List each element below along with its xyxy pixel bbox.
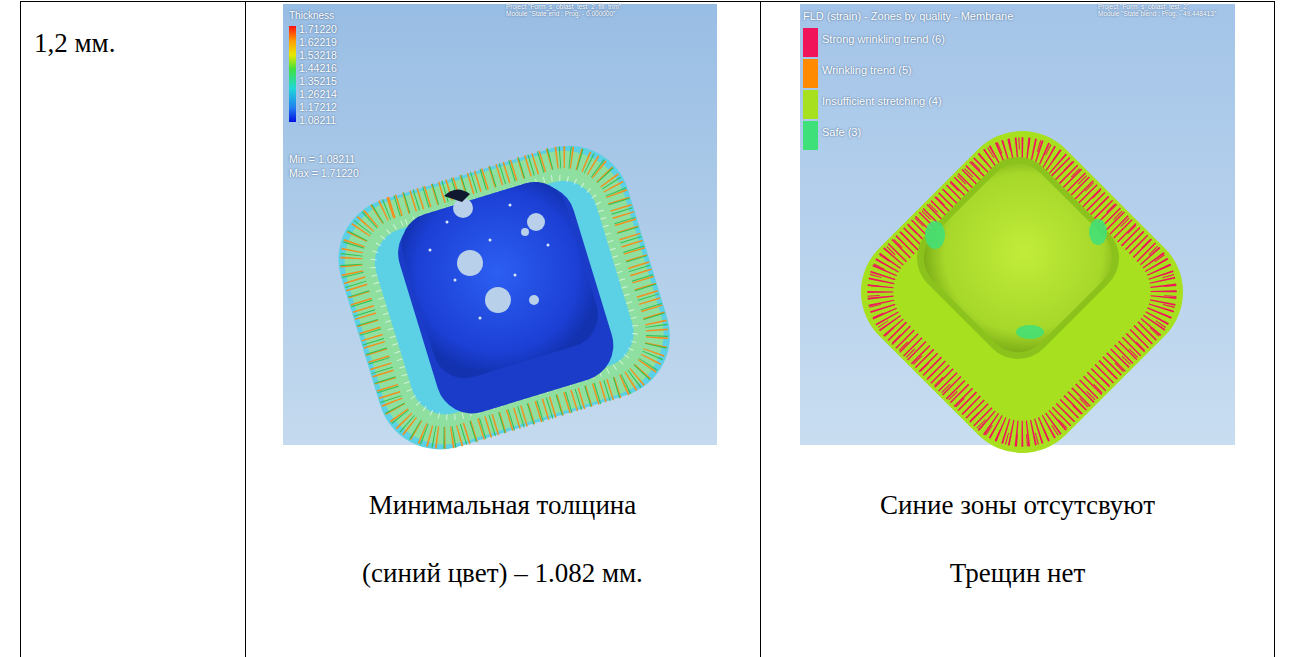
flange-streaks [858, 128, 1186, 456]
safe-patches [925, 219, 1107, 339]
screenshot-label: FLD (strain) - Zones by quality - Membra… [803, 10, 1013, 22]
hole [527, 213, 545, 231]
cup-top [394, 174, 606, 386]
cell-text: Минимальная толщина (синий цвет) – 1.082… [333, 471, 673, 607]
screenshot-label: Min = 1.08211 [289, 153, 355, 165]
scale-value: 1.71220 [299, 23, 337, 35]
header-note: Module "State end : Prog. - 0.000000" [506, 10, 615, 17]
cell-text: 1,2 мм. [34, 9, 234, 77]
legend-text: Wrinkling trend (5) [822, 64, 912, 76]
legend-text: Safe (3) [822, 126, 861, 138]
scale-value: 1.44216 [299, 62, 337, 74]
table-rule [1274, 1, 1275, 657]
flange-streaks [849, 119, 1194, 464]
dots [429, 204, 550, 320]
table-rule [760, 1, 761, 657]
part-fld [835, 105, 1208, 478]
screenshot-label: Max = 1.71220 [289, 167, 359, 179]
legend-text: Strong wrinkling trend (6) [822, 33, 945, 45]
legend-swatch [803, 59, 818, 88]
cup-top [911, 151, 1126, 366]
table-rules [20, 1, 1275, 657]
holes [453, 198, 545, 313]
fld-screenshot [800, 4, 1235, 479]
screenshot-label: Thickness [289, 10, 334, 21]
color-scale [289, 26, 296, 122]
cell-text: Синие зоны отсутсвуют [778, 471, 1258, 539]
legend-swatch [803, 90, 818, 119]
hole [529, 295, 539, 305]
legend-text: Insufficient stretching (4) [822, 95, 942, 107]
part-thickness [323, 130, 685, 464]
header-note: Project "Form_s_oblast_test_2" [1098, 3, 1189, 10]
hole [457, 250, 483, 276]
header-note: Project "Form_s_oblast_test_2_fill_trim" [506, 3, 621, 10]
safe-patch [1016, 325, 1044, 339]
hole [521, 228, 529, 236]
scale-value: 1.35215 [299, 75, 337, 87]
scale-value: 1.08211 [299, 114, 336, 126]
safe-patch [925, 221, 945, 249]
scale-value: 1.53218 [299, 49, 337, 61]
scale-value: 1.62219 [299, 36, 337, 48]
legend-swatch [803, 28, 818, 57]
cup-fld [902, 142, 1134, 374]
flange-streaks [337, 143, 671, 451]
table-rule [20, 1, 21, 657]
dark-hole [444, 189, 470, 202]
table-rule [245, 1, 246, 657]
flange-streaks [362, 166, 647, 428]
scale-value: 1.26214 [299, 88, 337, 100]
thickness-screenshot [283, 4, 717, 465]
flange [323, 130, 685, 464]
scale-value: 1.17212 [299, 101, 337, 113]
flange-streaks [337, 143, 671, 451]
cup-wall [902, 142, 1134, 374]
table-cell: 1,2 мм. [20, 1, 245, 657]
header-note: Module "State blend : Prog. - 49.448413" [1098, 10, 1216, 17]
legend-swatch [803, 121, 818, 150]
hole [485, 287, 511, 313]
table-rule [20, 1, 1275, 2]
flange [835, 105, 1208, 478]
safe-patch [1089, 219, 1107, 245]
cell-text: Трещин нет [778, 539, 1258, 607]
